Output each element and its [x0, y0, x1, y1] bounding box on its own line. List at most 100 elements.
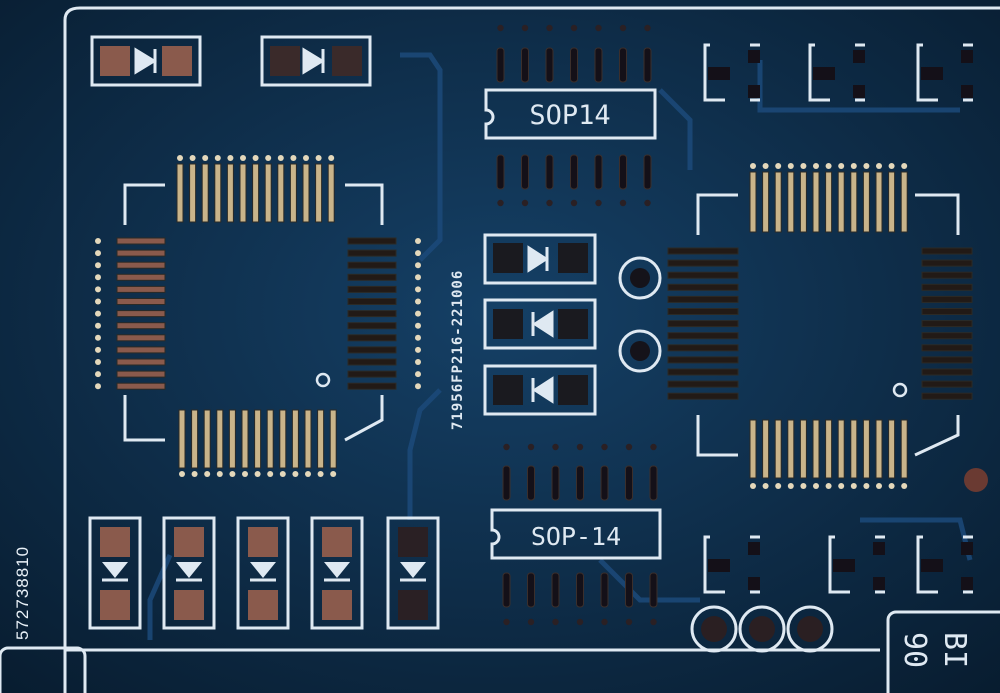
pin-dot	[527, 443, 535, 451]
pin-dot	[179, 471, 185, 477]
ic-pin	[347, 382, 397, 390]
ic-pin	[762, 171, 770, 233]
diode-arrow	[324, 562, 350, 578]
sot-outline	[703, 43, 760, 102]
sot-pad	[853, 50, 865, 63]
sot-pad	[833, 559, 855, 572]
pin-dot	[863, 163, 870, 169]
ic-pin	[266, 409, 274, 469]
sop-pin	[551, 465, 560, 501]
ic-pin	[254, 409, 262, 469]
pin-dot	[750, 163, 756, 169]
ic-pin	[667, 320, 739, 328]
pin-dot	[290, 155, 297, 161]
diode-arrow	[400, 562, 426, 578]
pin-dot	[497, 199, 504, 207]
pin-dot	[415, 383, 421, 390]
pin-dot	[552, 618, 559, 626]
qfp-footprint-right	[667, 163, 973, 489]
pin-dot	[95, 334, 101, 341]
pin-dot	[650, 618, 657, 626]
pin-dot	[95, 274, 101, 281]
pin-dot	[315, 155, 322, 161]
sop-pin	[643, 47, 652, 83]
pin-dot	[876, 483, 882, 489]
ic-pin	[116, 237, 166, 245]
ic-pin	[762, 419, 770, 479]
pin-dot	[95, 383, 101, 390]
pin-dot	[601, 618, 608, 626]
ic-pin	[347, 358, 397, 366]
diode-pad	[322, 527, 352, 557]
ic-pin	[667, 380, 739, 388]
ic-pin	[667, 271, 739, 279]
sot-outline	[916, 43, 973, 102]
pin-dot	[503, 443, 510, 451]
pin-dot	[95, 238, 101, 244]
ic-pin	[799, 419, 807, 479]
sot-pad	[853, 85, 865, 98]
ic-pin	[921, 320, 973, 328]
pin-dot	[415, 274, 421, 281]
pin-dot	[267, 471, 274, 477]
ic-pin	[667, 344, 739, 352]
ic-pin	[837, 419, 845, 479]
ic-pin	[347, 249, 397, 257]
pin-dot	[95, 322, 101, 329]
ic-pin	[888, 171, 896, 233]
ic-pin	[228, 409, 236, 469]
ic-pin	[875, 171, 883, 233]
pin-dot	[838, 163, 845, 169]
sop-pin	[527, 465, 535, 501]
ic-pin	[347, 237, 397, 245]
ic-pin	[304, 409, 312, 469]
pin-dot	[214, 155, 221, 161]
pin-dot	[415, 286, 421, 293]
ic-pin	[317, 409, 325, 469]
ic-pin	[921, 259, 973, 267]
pin-dot	[850, 483, 857, 489]
pin-dot	[762, 483, 769, 489]
sop14-footprint-bottom: SOP-14	[490, 443, 662, 626]
sop-pin	[521, 154, 529, 190]
ic-pin	[116, 298, 166, 305]
sot-pad	[708, 559, 730, 572]
pin-dot	[229, 471, 236, 477]
pin-dot	[825, 163, 832, 169]
pin-dot	[95, 310, 101, 317]
ic-pin	[214, 163, 222, 223]
ic-pin	[116, 382, 166, 390]
sot-pad	[748, 50, 760, 63]
ic-pin	[787, 419, 795, 479]
corner-label-right: BI	[937, 632, 972, 668]
pin-dot	[813, 163, 819, 169]
pin-dot	[177, 155, 183, 161]
pin-dot	[216, 471, 223, 477]
stock-image-id: 572738810	[13, 546, 32, 640]
diode-pad	[174, 590, 204, 620]
ic-pin	[667, 308, 739, 315]
pin-dot	[775, 163, 782, 169]
sot-pad	[748, 85, 760, 98]
sop-pin	[594, 47, 603, 83]
pin-dot	[497, 24, 504, 32]
copper-traces	[147, 52, 973, 640]
ic-pin	[850, 171, 858, 233]
via-holes	[618, 256, 988, 492]
ic-pin	[226, 163, 234, 223]
ic-pin	[862, 171, 870, 233]
pin-dot	[644, 199, 651, 207]
pin-dot	[330, 471, 337, 477]
ic-pin	[329, 409, 337, 469]
pin-dot	[901, 483, 908, 489]
sop-pin	[600, 465, 609, 501]
ic-pin	[116, 358, 166, 366]
pin-dot	[95, 250, 101, 257]
pin-dot	[95, 371, 101, 378]
sop-pin	[496, 47, 505, 83]
sot-pad	[921, 559, 943, 572]
ic-pin	[787, 171, 795, 233]
sop-pin	[625, 572, 633, 608]
sop-pin	[576, 572, 584, 608]
pin-dot	[625, 443, 633, 451]
